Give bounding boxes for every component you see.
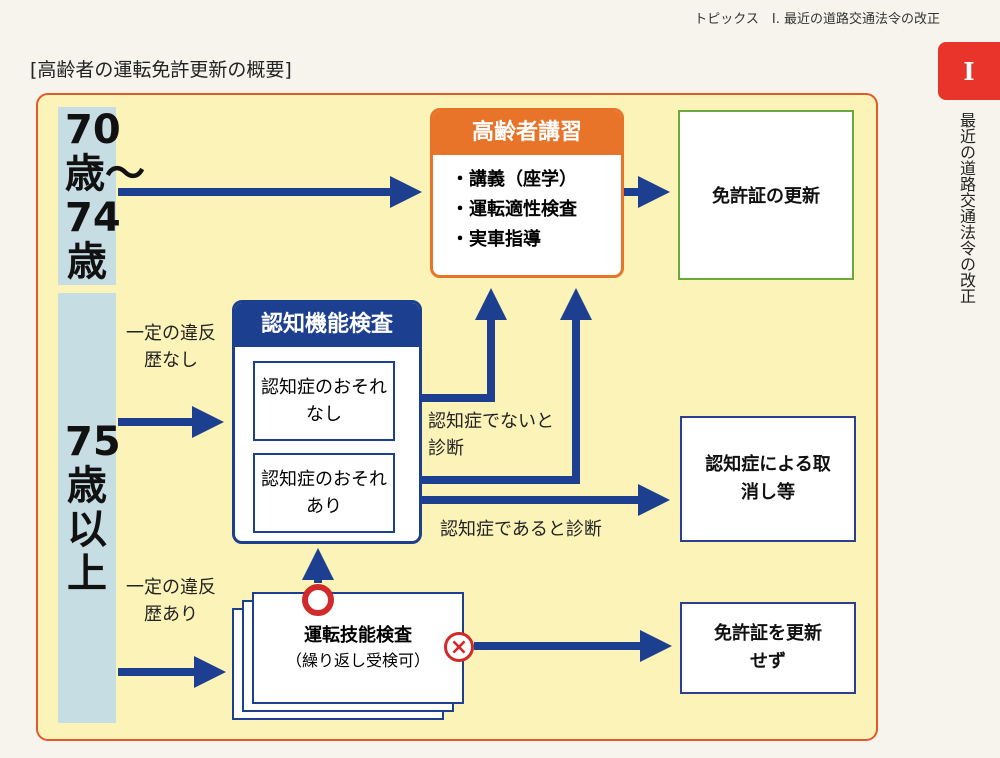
diagnosis-not-dementia: 認知症でないと診断 [428,411,554,459]
elderly-course-title: 高齢者講習 [433,111,621,155]
chapter-side-title: 最近の道路交通法令の改正 [957,112,976,304]
driving-skill-test-box: 運転技能検査 （繰り返し受検可） [252,592,464,704]
arrow-norisk-to-koushu [405,288,507,402]
cognitive-test-title: 認知機能検査 [235,303,419,347]
diagram-title: [高齢者の運転免許更新の概要] [30,59,292,81]
condition-no-violation: 一定の違反歴なし [126,323,216,371]
diagnosis-dementia: 認知症であると診断 [440,519,602,540]
no-dementia-risk: 認知症のおそれなし [253,361,395,441]
running-header: トピックス I. 最近の道路交通法令の改正 [694,12,940,27]
cognitive-test-box: 認知機能検査 認知症のおそれなし 認知症のおそれあり [232,300,422,544]
dementia-cancellation-box: 認知症による取消し等 [680,416,856,542]
not-renewed-box: 免許証を更新せず [680,602,856,694]
pass-maru-icon [302,584,334,616]
chapter-tab: I [938,42,1000,100]
license-renewal-box: 免許証の更新 [678,110,854,280]
age-band-75-plus: 75歳以上 [58,293,121,723]
arrow-notdementia-to-koushu [405,288,592,484]
age-band-70-74: 70歳〜74歳 [58,107,145,285]
course-item-driving: ・実車指導 [451,229,541,250]
elderly-course-items: ・講義（座学） ・運転適性検査 ・実車指導 [451,165,621,255]
driving-test-title: 運転技能検査 [304,625,412,646]
dementia-risk: 認知症のおそれあり [253,453,395,533]
fail-cross-icon: × [444,632,474,662]
course-item-aptitude: ・運転適性検査 [451,199,577,220]
elderly-course-box: 高齢者講習 ・講義（座学） ・運転適性検査 ・実車指導 [430,108,624,278]
course-item-lecture: ・講義（座学） [451,169,577,190]
driving-test-note: （繰り返し受検可） [285,651,430,670]
condition-violation: 一定の違反歴あり [126,577,216,625]
